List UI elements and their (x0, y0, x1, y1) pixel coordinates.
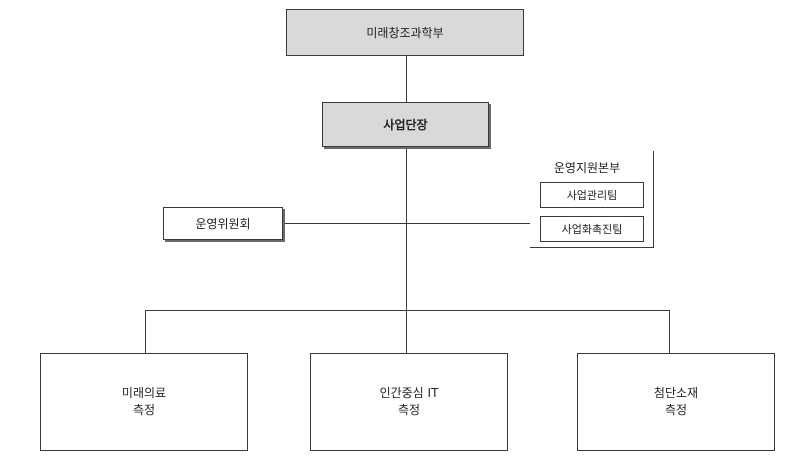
support-hq-title: 운영지원본부 (553, 161, 621, 175)
connector-division-2 (406, 310, 407, 353)
division-human-it-line1: 인간중심 IT (379, 386, 439, 400)
team-box-commercialization: 사업화촉진팀 (540, 216, 644, 242)
team-label-management: 사업관리팀 (566, 189, 618, 202)
connector-support (406, 223, 530, 224)
committee-label: 운영위원회 (195, 217, 251, 231)
ministry-label: 미래창조과학부 (366, 26, 444, 40)
division-box-human-it: 인간중심 IT 측정 (310, 353, 508, 451)
division-materials-line1: 첨단소재 (653, 386, 699, 400)
team-box-management: 사업관리팀 (540, 182, 644, 208)
division-medical-line1: 미래의료 (121, 386, 167, 400)
team-label-commercialization: 사업화촉진팀 (561, 223, 623, 236)
division-box-materials: 첨단소재 측정 (577, 353, 775, 451)
division-human-it-line2: 측정 (397, 403, 421, 417)
division-materials-line2: 측정 (664, 403, 688, 417)
connector-divisions-bus (145, 310, 670, 311)
committee-box: 운영위원회 (163, 207, 283, 240)
division-box-medical: 미래의료 측정 (40, 353, 248, 451)
ministry-box: 미래창조과학부 (286, 9, 524, 56)
connector-division-3 (669, 310, 670, 353)
director-label: 사업단장 (383, 118, 428, 132)
director-box: 사업단장 (322, 102, 489, 147)
connector-ministry-director (406, 56, 407, 102)
support-hq-group: 운영지원본부 사업관리팀 사업화촉진팀 (530, 151, 654, 248)
connector-division-1 (145, 310, 146, 353)
connector-committee (283, 223, 406, 224)
division-medical-line2: 측정 (132, 403, 156, 417)
connector-main-trunk (406, 147, 407, 310)
